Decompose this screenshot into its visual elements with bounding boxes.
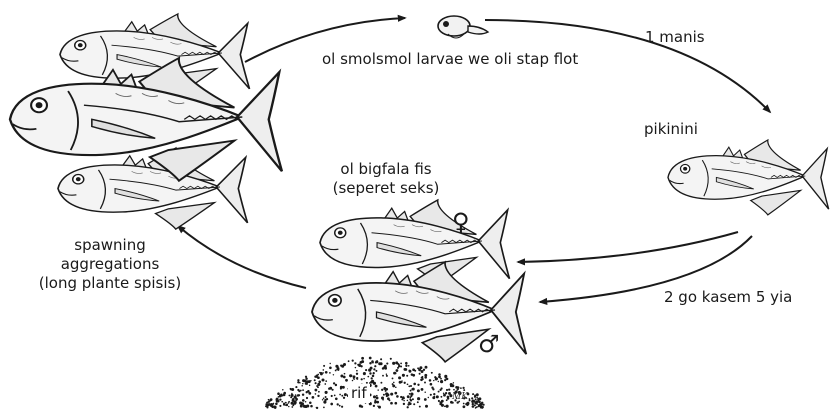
two-to-five-years-label: 2 go kasem 5 yia bbox=[664, 288, 792, 307]
one-month-label: 1 manis bbox=[645, 28, 705, 47]
adults-label: ol bigfala fis (seperet seks) bbox=[320, 160, 452, 198]
arrow-adults-to-aggregation bbox=[178, 226, 306, 288]
male-symbol: ♂ bbox=[478, 332, 500, 356]
female-adult-fish bbox=[320, 200, 510, 285]
artist-initials: MK bbox=[452, 392, 468, 402]
spawning-label-line3: (long plante spisis) bbox=[30, 274, 190, 293]
adults-label-line2: (seperet seks) bbox=[320, 179, 452, 198]
spawning-label-line1: spawning bbox=[30, 236, 190, 255]
juvenile-label: pikinini bbox=[644, 120, 698, 139]
arrow-juvenile-to-female bbox=[518, 232, 738, 262]
adults-label-line1: ol bigfala fis bbox=[320, 160, 452, 179]
larva-drawing bbox=[438, 16, 488, 38]
female-symbol: ♀ bbox=[452, 210, 470, 234]
juvenile-fish-drawing bbox=[668, 140, 829, 215]
reef-label: rif bbox=[348, 384, 370, 403]
spawning-label-line2: aggregations bbox=[30, 255, 190, 274]
larvae-label: ol smolsmol larvae we oli stap flot bbox=[322, 50, 578, 69]
spawning-label: spawning aggregations (long plante spisi… bbox=[30, 236, 190, 293]
